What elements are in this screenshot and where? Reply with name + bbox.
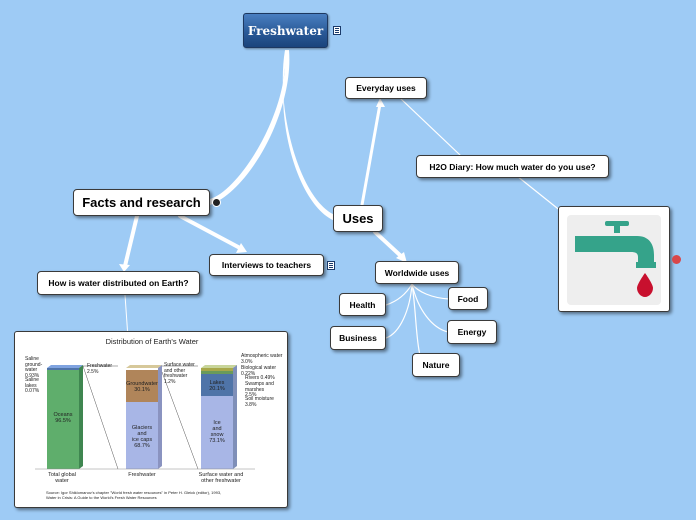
note-icon[interactable] <box>327 261 335 270</box>
faucet-image[interactable] <box>558 206 670 312</box>
surface-water-label: Surface water and other freshwater 1.2% <box>164 362 195 385</box>
topic-food[interactable]: Food <box>448 287 488 310</box>
link-distribution-chart <box>124 294 129 339</box>
link-root-uses <box>282 50 335 221</box>
topic-h2o-diary-label: H2O Diary: How much water do you use? <box>429 161 596 172</box>
topic-food-label: Food <box>457 293 479 304</box>
topic-facts-and-research[interactable]: Facts and research <box>73 189 210 216</box>
topic-everyday-uses-label: Everyday uses <box>356 83 416 93</box>
globe-icon[interactable] <box>212 198 221 207</box>
link-marker-icon[interactable] <box>672 255 681 264</box>
topic-worldwide-label: Worldwide uses <box>384 267 450 278</box>
topic-energy[interactable]: Energy <box>447 320 497 344</box>
link-diary-image <box>516 175 563 213</box>
topic-water-distribution[interactable]: How is water distributed on Earth? <box>37 271 200 295</box>
topic-energy-label: Energy <box>457 327 487 337</box>
topic-interviews-label: Interviews to teachers <box>221 260 312 270</box>
link-facts-distribution <box>123 214 139 268</box>
worldwide-branches <box>385 283 450 356</box>
chart-title: Distribution of Earth's Water <box>105 337 199 346</box>
root-topic-label: Freshwater <box>247 23 324 38</box>
link-everyday-diary <box>399 97 461 156</box>
arrow-everyday <box>376 98 385 107</box>
topic-worldwide-uses[interactable]: Worldwide uses <box>375 261 459 284</box>
note-icon[interactable] <box>333 26 341 35</box>
freshwater-caption: Freshwater <box>128 472 156 478</box>
link-root-facts <box>210 50 290 205</box>
topic-nature[interactable]: Nature <box>412 353 460 377</box>
saline-groundwater-label: Saline ground- water 0.93% <box>25 356 43 379</box>
surface-water-caption: Surface water and other freshwater <box>198 472 244 484</box>
topic-interviews-to-teachers[interactable]: Interviews to teachers <box>209 254 324 276</box>
soil-label: Soil moisture 3.8% <box>245 396 274 408</box>
saline-lakes-label: Saline lakes 0.07% <box>25 377 40 394</box>
swamps-label: Swamps and marshes 2.5% <box>245 381 274 398</box>
total-water-caption: Total global water <box>48 472 76 484</box>
root-topic-freshwater[interactable]: Freshwater <box>243 13 328 48</box>
topic-health-label: Health <box>349 299 376 310</box>
arrow-distribution <box>119 264 130 272</box>
topic-facts-label: Facts and research <box>82 195 201 210</box>
topic-business[interactable]: Business <box>330 326 386 350</box>
faucet-icon <box>567 215 661 305</box>
topic-uses-label: Uses <box>342 211 374 226</box>
link-facts-interviews <box>178 214 242 250</box>
link-uses-everyday <box>360 102 382 207</box>
topic-uses[interactable]: Uses <box>333 205 383 232</box>
water-bars-graphic <box>35 365 255 470</box>
topic-distribution-label: How is water distributed on Earth? <box>48 278 189 288</box>
biological-label: Biological water 0.22% <box>241 365 277 377</box>
freshwater-share-label: Freshwater 2.5% <box>87 363 113 375</box>
topic-business-label: Business <box>339 333 377 343</box>
arrow-worldwide <box>396 252 407 263</box>
topic-everyday-uses[interactable]: Everyday uses <box>345 77 427 99</box>
link-uses-worldwide <box>373 230 404 259</box>
atmosphere-label: Atmospheric water 3.0% <box>241 353 283 365</box>
topic-h2o-diary[interactable]: H2O Diary: How much water do you use? <box>416 155 609 178</box>
rivers-label: Rivers 0.49% <box>245 375 275 381</box>
topic-nature-label: Nature <box>422 360 450 370</box>
arrow-interviews <box>236 243 247 253</box>
topic-health[interactable]: Health <box>339 293 386 316</box>
source-note: Source: Igor Shiklomanov's chapter "Worl… <box>46 490 222 500</box>
